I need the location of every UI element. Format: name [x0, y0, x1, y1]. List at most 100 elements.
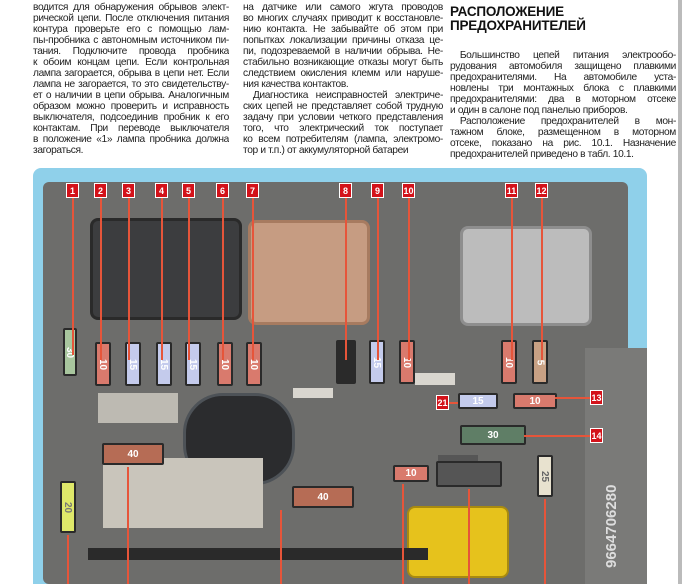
fuse-rating: 15: [187, 358, 199, 370]
word: элект-: [201, 2, 229, 13]
word: ет: [33, 90, 43, 101]
line-text: ния качества контактов.: [243, 79, 349, 90]
word: контактам.: [33, 123, 81, 134]
word: наличии: [344, 46, 383, 57]
word: свидетельству-: [161, 79, 229, 90]
word: потребителям: [285, 134, 349, 145]
word: Расположение: [450, 116, 525, 127]
word: в: [575, 94, 581, 105]
relay-area: [98, 393, 178, 423]
word: цепи: [104, 90, 126, 101]
line-text: тор и т.п.) от аккумуляторной батареи: [243, 145, 409, 156]
word: После: [105, 13, 134, 24]
word: приводит: [331, 13, 373, 24]
word: це-: [429, 35, 443, 46]
fuse-40a: 40: [102, 443, 164, 465]
word: отказа: [395, 35, 425, 46]
word: к: [205, 112, 210, 123]
word: автомобиле: [583, 72, 637, 83]
fuse-rating: 10: [248, 358, 260, 370]
word: его: [126, 24, 141, 35]
word: автономным: [101, 35, 158, 46]
word: цепи: [163, 68, 185, 79]
fuse-rating: 15: [472, 395, 484, 407]
fuse-15a: 15: [156, 342, 172, 386]
word: клемм: [351, 68, 381, 79]
word: многих: [257, 13, 288, 24]
line-text: и один в салоне под панелью приборов.: [450, 105, 628, 116]
fuse-40a: 40: [292, 486, 354, 508]
word: Если: [206, 68, 229, 79]
fuse-box-photo: 9664706280 30 10 15 15 15 10 10 15 10 10…: [33, 168, 647, 584]
word: и: [162, 101, 168, 112]
word: Если: [145, 57, 168, 68]
word: не: [296, 101, 308, 112]
word: отключения: [136, 13, 190, 24]
text-line: предохранителей приведено в табл. 10.1.: [450, 149, 676, 160]
slot: [293, 388, 333, 398]
word: Не-: [427, 46, 443, 57]
callout-12: 12: [535, 183, 548, 198]
word: помощью: [158, 24, 202, 35]
word: Диагностика: [243, 90, 309, 101]
word: электрообо-: [622, 50, 676, 61]
word: забывайте: [331, 24, 379, 35]
callout-leader: [555, 397, 590, 399]
word: лампа: [33, 79, 62, 90]
word: концам: [77, 57, 110, 68]
callout-leader: [524, 435, 590, 437]
word: загорается,: [78, 79, 129, 90]
word: задачу: [243, 112, 274, 123]
word: наруше-: [406, 68, 443, 79]
word: представления: [376, 112, 443, 123]
word: о: [45, 90, 52, 101]
callout-leader: [188, 198, 190, 360]
fuse-rating: 10: [405, 468, 417, 479]
word: рудования: [450, 61, 497, 72]
word: для: [73, 2, 90, 13]
word: блоке,: [496, 127, 525, 138]
word: «1»: [96, 134, 113, 145]
word: пробника: [149, 134, 191, 145]
tan-connector: [248, 220, 370, 325]
word: (лампа,: [353, 134, 388, 145]
word: предохранителей: [540, 116, 619, 127]
word: цепей: [532, 50, 560, 61]
fuse-rating: 10: [97, 358, 109, 370]
yellow-connector: [407, 506, 509, 578]
word: моторном: [591, 94, 636, 105]
word: электриче-: [394, 90, 443, 101]
word: на: [243, 2, 254, 13]
word: проверить: [110, 101, 157, 112]
word: попытках: [243, 35, 285, 46]
line-text: загораться.: [33, 145, 84, 156]
word: пробник: [163, 112, 200, 123]
fuse-holder-double: [436, 461, 502, 487]
fuse-10a-13: 10: [513, 393, 557, 409]
callout-leader: [128, 198, 130, 360]
word: к: [376, 13, 381, 24]
fuse-rating: 30: [64, 346, 76, 358]
word: выключателя,: [33, 112, 95, 123]
text-line: загораться.: [33, 145, 229, 156]
word: этом: [400, 24, 422, 35]
word: контакта.: [266, 24, 308, 35]
fuse-10a: 10: [95, 342, 111, 386]
fuse-30a-14: 30: [460, 425, 526, 445]
word: должна: [195, 134, 229, 145]
fuse-rating: 5: [534, 359, 546, 365]
